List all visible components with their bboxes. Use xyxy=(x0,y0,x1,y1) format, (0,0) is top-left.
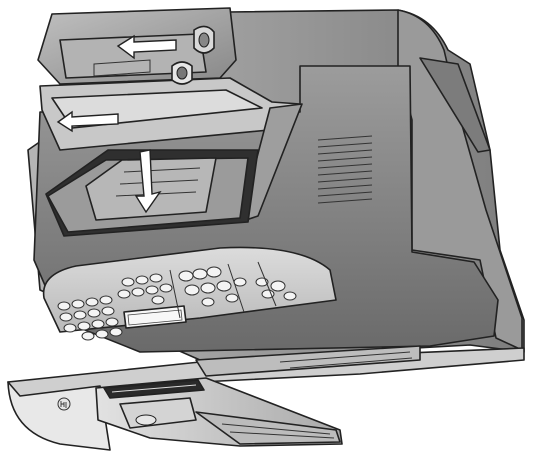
keypad-button[interactable] xyxy=(87,308,101,318)
function-button[interactable] xyxy=(121,277,135,287)
function-button[interactable] xyxy=(270,280,286,292)
function-button[interactable] xyxy=(145,285,159,295)
input-tray[interactable] xyxy=(39,61,303,223)
keypad-button[interactable] xyxy=(105,317,119,327)
keypad-button[interactable] xyxy=(57,301,71,311)
function-button[interactable] xyxy=(149,273,163,283)
function-button[interactable] xyxy=(151,295,165,305)
keypad-button[interactable] xyxy=(77,321,91,331)
function-button[interactable] xyxy=(233,277,247,287)
function-button[interactable] xyxy=(192,268,208,280)
keypad-button[interactable] xyxy=(85,297,99,307)
keypad-button[interactable] xyxy=(95,329,109,339)
arrow-left-icon xyxy=(116,34,177,60)
function-button[interactable] xyxy=(159,283,173,293)
document-feeder[interactable] xyxy=(37,7,237,85)
keypad-button[interactable] xyxy=(81,331,95,341)
keypad-button[interactable] xyxy=(109,327,123,337)
keypad-button[interactable] xyxy=(91,319,105,329)
paper-guide-knob[interactable] xyxy=(193,25,215,54)
function-button[interactable] xyxy=(261,289,275,299)
keypad-button[interactable] xyxy=(73,310,87,320)
function-button[interactable] xyxy=(200,282,216,294)
arrow-left-icon xyxy=(56,110,119,133)
function-button[interactable] xyxy=(135,275,149,285)
function-button[interactable] xyxy=(117,289,131,299)
function-button[interactable] xyxy=(131,287,145,297)
vent-grille xyxy=(317,135,373,204)
function-button[interactable] xyxy=(201,297,215,307)
tray-release-latch[interactable] xyxy=(135,414,157,426)
paper-tray[interactable] xyxy=(95,377,343,447)
output-tray[interactable] xyxy=(45,149,259,237)
function-button[interactable] xyxy=(225,293,239,303)
tray-guide-knob[interactable] xyxy=(171,61,193,85)
keypad-button[interactable] xyxy=(63,323,77,333)
keypad-button[interactable] xyxy=(71,299,85,309)
keypad-button[interactable] xyxy=(59,312,73,322)
function-button[interactable] xyxy=(283,291,297,301)
function-button[interactable] xyxy=(184,284,200,296)
function-button[interactable] xyxy=(206,266,222,278)
hp-logo-icon xyxy=(57,397,71,411)
control-panel xyxy=(42,246,337,341)
keypad-button[interactable] xyxy=(101,306,115,316)
lcd-display xyxy=(123,305,187,329)
arrow-down-icon xyxy=(134,149,162,214)
function-buttons[interactable] xyxy=(117,266,297,307)
keypad[interactable] xyxy=(57,295,123,341)
function-button[interactable] xyxy=(216,280,232,292)
function-button[interactable] xyxy=(178,270,194,282)
keypad-button[interactable] xyxy=(99,295,113,305)
